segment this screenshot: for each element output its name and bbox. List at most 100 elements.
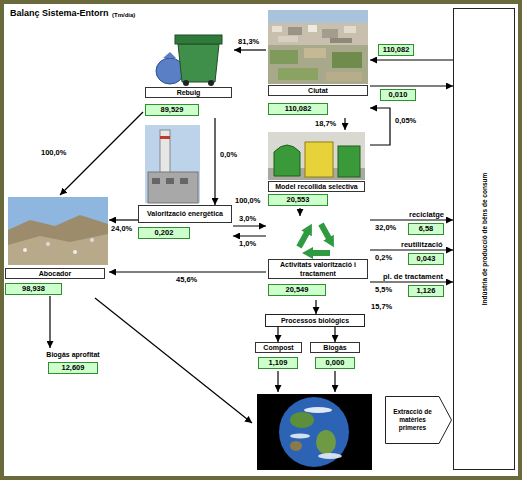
landfill-photo <box>8 234 108 265</box>
city-photo <box>268 10 368 84</box>
value-box: 89,529 <box>145 104 199 116</box>
arrow-box: Extracció de matèries primeres <box>385 396 452 444</box>
city-photo <box>332 52 362 68</box>
percent-label: 0,2% <box>374 253 393 262</box>
value-box: 110,082 <box>268 103 328 115</box>
city-photo <box>270 50 298 64</box>
output-node: Compost 1,109 <box>255 342 303 370</box>
city-photo <box>322 29 338 38</box>
landfill-photo <box>90 238 94 242</box>
city-photo <box>278 36 298 42</box>
landfill-photo <box>8 215 108 265</box>
edge-label: 18,7% <box>314 119 337 128</box>
incinerator-tower <box>148 172 198 203</box>
earth-photo <box>304 407 332 413</box>
earth-photo <box>290 441 302 451</box>
selective-bins-photo <box>268 132 365 180</box>
output-node: Biogàs 0,000 <box>310 342 361 370</box>
landfill-node: Abocador98,938 <box>3 195 109 296</box>
edge-label: 0,0% <box>219 150 238 159</box>
incinerator-tower <box>145 125 200 203</box>
industry-box: Indústria de producció de béns de consum <box>453 8 515 470</box>
node-label: Indústria de producció de béns de consum <box>480 173 489 306</box>
city-photo <box>268 10 368 84</box>
value-box: 20,549 <box>268 284 326 296</box>
selective-bins-photo <box>274 145 300 176</box>
incinerator-tower <box>160 136 170 139</box>
city-photo <box>344 26 356 33</box>
node-label: Compost <box>255 342 302 353</box>
value-box: 110,082 <box>378 44 414 56</box>
earth-photo <box>290 412 314 428</box>
flow-arrow <box>49 296 50 348</box>
city-photo <box>304 48 326 58</box>
incinerator-tower <box>145 125 200 203</box>
earth-photo <box>257 394 372 470</box>
value-box: 0,000 <box>315 357 355 369</box>
edge-label: reutilització <box>400 240 444 249</box>
value-box: 20,553 <box>268 194 328 206</box>
node-label: Biogàs <box>310 342 360 353</box>
flow-arrow <box>370 249 453 250</box>
value-box: 1,109 <box>258 357 298 369</box>
flow-arrow <box>315 300 316 314</box>
percent-label: 5,5% <box>374 285 393 294</box>
city-node: Ciutat110,082 <box>266 8 370 118</box>
node-label: Model recollida selectiva <box>268 181 365 192</box>
flow-arrow <box>234 49 266 50</box>
waste-container <box>178 44 219 82</box>
earth-photo <box>279 397 349 467</box>
waste-container <box>175 35 222 44</box>
city-photo <box>330 38 352 43</box>
node-label: Valorització energètica <box>138 205 232 223</box>
waste-container <box>208 80 214 86</box>
collection-node: Model recollida selectiva 20,553 <box>266 130 370 208</box>
waste-container <box>156 35 222 86</box>
earth-photo <box>290 434 310 439</box>
value-box: 0,202 <box>138 227 190 239</box>
flow-to-earth <box>334 371 335 392</box>
node-label: Processos biològics <box>266 315 364 326</box>
incinerator-tower <box>152 178 160 184</box>
edge-label: 45,6% <box>175 275 198 284</box>
selective-bins-photo <box>268 132 365 180</box>
node-label: Rebuig <box>145 87 232 98</box>
white-ground <box>4 4 518 476</box>
recycle-icon <box>308 250 330 256</box>
value-box: 1,126 <box>408 285 444 297</box>
edge-label: 24,0% <box>110 224 133 233</box>
selective-bins-photo <box>305 142 333 177</box>
edge-label: 100,0% <box>234 196 261 205</box>
node-label: Extracció de matèries primeres <box>387 408 438 432</box>
flow-arrow <box>344 118 345 130</box>
city-photo <box>272 26 282 32</box>
flow-arrow <box>214 118 215 205</box>
flow-arrow <box>370 59 453 60</box>
city-photo <box>278 68 318 80</box>
flow-arrow <box>233 235 266 236</box>
edge-label: 3,0% <box>238 214 257 223</box>
energy-node: Valorització energètica 0,202 <box>138 205 233 242</box>
edge-label: 15,7% <box>370 302 393 311</box>
city-photo <box>308 25 317 32</box>
arrow-outline <box>386 397 452 444</box>
flow-arrow <box>334 327 335 342</box>
value-box: 0,043 <box>408 253 444 265</box>
node-label: Biogàs aprofitat <box>32 350 114 359</box>
incinerator-tower <box>166 178 174 184</box>
incinerator-tower <box>180 178 188 184</box>
city-photo <box>326 72 362 81</box>
flow-arrow <box>277 327 278 342</box>
earth-photo <box>316 430 336 454</box>
node-label: Activitats valorització i tractament <box>268 259 368 279</box>
flow-arrow <box>370 85 453 86</box>
node-label: Abocador <box>5 268 105 279</box>
city-photo <box>268 10 368 23</box>
edge-label: reciclatge <box>408 210 445 219</box>
flow-arrow <box>370 108 390 145</box>
landfill-photo <box>73 250 77 254</box>
flow-arrow <box>370 219 453 220</box>
